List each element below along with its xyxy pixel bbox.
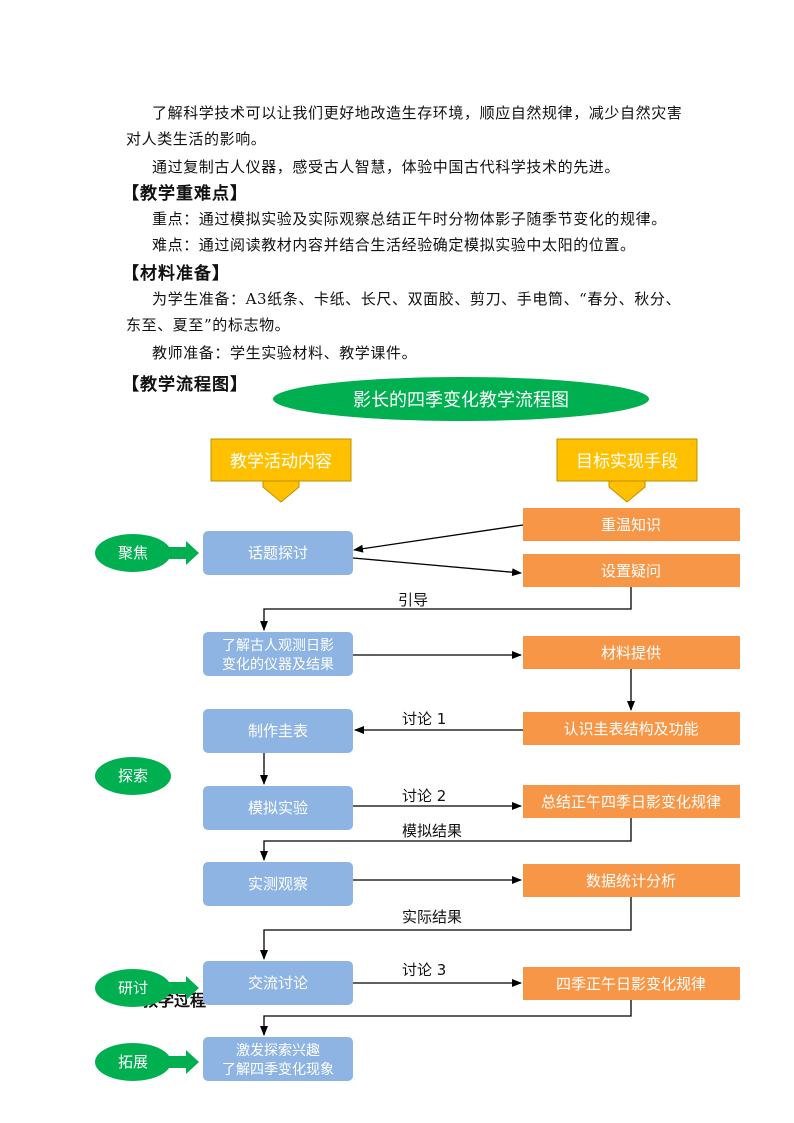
label-guide: 引导 (398, 591, 428, 609)
right-box-data-analysis-text: 数据统计分析 (586, 872, 676, 890)
right-box-questions-text: 设置疑问 (601, 562, 661, 580)
arrow-review-to-topic (353, 524, 524, 553)
left-box-exchange (203, 961, 353, 1005)
right-box-summarize-rule-text: 总结正午四季日影变化规律 (541, 793, 721, 811)
left-box-extend (203, 1037, 353, 1081)
left-box-topic-discussion-text: 话题探讨 (248, 544, 308, 562)
left-box-make-gnomon (203, 709, 353, 753)
arrow-rule-to-extend (260, 1000, 632, 1036)
arrow-actual-result (260, 897, 632, 960)
flowchart-heading: 【教学流程图】 (122, 375, 248, 395)
right-box-data-analysis (523, 864, 740, 897)
right-box-materials-text: 材料提供 (601, 644, 661, 662)
left-box-extend-line1: 激发探索兴趣 (236, 1042, 320, 1059)
right-box-review-text: 重温知识 (601, 516, 661, 534)
right-box-gnomon-structure-text: 认识圭表结构及功能 (563, 720, 698, 738)
materials-student: 为学生准备：A3纸条、卡纸、长尺、双面胶、剪刀、手电筒、“春分、秋分、东至、夏至… (126, 290, 682, 334)
keypoints-difficulty: 难点：通过阅读教材内容并结合生活经验确定模拟实验中太阳的位置。 (152, 236, 636, 254)
right-box-review (523, 508, 740, 541)
phase-explore-label: 探索 (118, 767, 148, 785)
left-box-ancient-instruments-line1: 了解古人观测日影 (222, 638, 334, 654)
right-header-down-arrow (608, 480, 646, 503)
materials-heading: 【材料准备】 (122, 264, 230, 284)
goal-paragraph-2: 通过复制古人仪器，感受古人智慧，体验中国古代科学技术的先进。 (152, 158, 621, 176)
label-actual-result: 实际结果 (402, 908, 462, 926)
phase-discuss-label: 研讨 (118, 979, 148, 997)
right-column-header-text: 目标实现手段 (576, 452, 678, 472)
flowchart-title: 影长的四季变化教学流程图 (353, 390, 569, 411)
phase-explore: 探索 (95, 757, 171, 795)
right-box-materials (523, 636, 740, 669)
left-box-simulation-text: 模拟实验 (248, 799, 308, 817)
arrow-topic-to-questions (352, 557, 522, 577)
arrow-guide (260, 587, 632, 631)
keypoints-heading: 【教学重难点】 (122, 184, 248, 204)
arrow-sim-result (260, 818, 632, 861)
left-box-field-observation-text: 实测观察 (248, 875, 308, 893)
right-box-seasonal-rule-text: 四季正午日影变化规律 (556, 975, 706, 993)
phase-extend-label: 拓展 (118, 1053, 148, 1071)
phase-extend: 拓展 (95, 1043, 199, 1081)
label-discussion-3: 讨论 3 (402, 961, 446, 979)
left-box-field-observation (203, 862, 353, 906)
label-sim-result: 模拟结果 (402, 822, 462, 840)
label-discussion-1: 讨论 1 (402, 710, 446, 728)
left-box-simulation (203, 786, 353, 830)
right-box-seasonal-rule (523, 967, 740, 1000)
right-column-header (556, 438, 698, 482)
right-box-gnomon-structure (523, 712, 740, 745)
flowchart-title-ellipse (273, 377, 649, 421)
left-box-topic-discussion (203, 531, 353, 575)
materials-teacher: 教师准备：学生实验材料、教学课件。 (152, 344, 418, 362)
left-box-ancient-instruments-line2: 变化的仪器及结果 (222, 657, 334, 673)
left-box-make-gnomon-text: 制作圭表 (248, 722, 308, 740)
left-box-exchange-text: 交流讨论 (248, 974, 308, 992)
left-column-header-text: 教学活动内容 (230, 452, 332, 472)
label-discussion-2: 讨论 2 (402, 787, 446, 805)
left-box-ancient-instruments (203, 632, 353, 676)
right-box-questions (523, 554, 740, 587)
left-box-extend-line2: 了解四季变化现象 (222, 1062, 334, 1078)
goal-paragraph-1: 了解科学技术可以让我们更好地改造生存环境，顺应自然规律，减少自然灾害对人类生活的… (126, 104, 683, 148)
left-column-header (210, 438, 352, 482)
phase-focus: 聚焦 (95, 534, 199, 572)
keypoints-focus: 重点：通过模拟实验及实际观察总结正午时分物体影子随季节变化的规律。 (152, 210, 667, 228)
phase-focus-label: 聚焦 (118, 544, 148, 562)
right-box-summarize-rule (523, 785, 740, 818)
phase-discuss: 研讨 (95, 969, 199, 1007)
left-header-down-arrow (262, 480, 300, 503)
